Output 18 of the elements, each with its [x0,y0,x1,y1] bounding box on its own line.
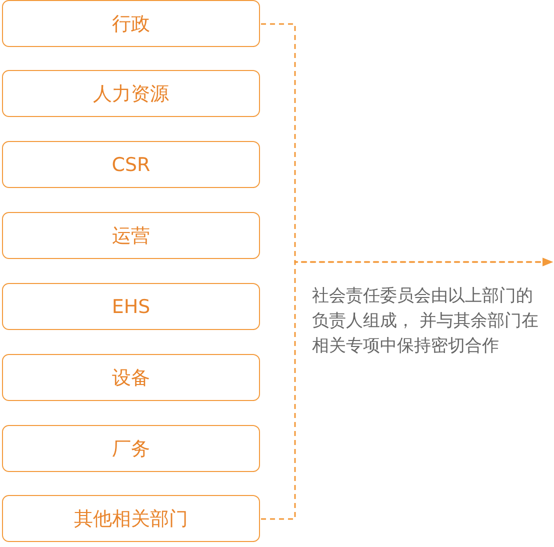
department-box [2,354,260,401]
department-box [2,70,260,117]
department-name: EHS [112,296,150,318]
department-name: CSR [112,154,150,176]
department-name: 其他相关部门 [74,506,188,532]
department-name: 人力资源 [93,82,169,106]
department-name: 运营 [112,224,150,248]
department-name: 行政 [112,12,150,36]
department-name: 设备 [112,366,150,390]
dashed-arrow [261,258,554,520]
department-box [2,212,260,259]
department-box [2,0,260,47]
department-box [2,495,260,542]
department-name: 厂务 [112,436,150,462]
department-box [2,283,260,330]
department-box [2,141,260,188]
department-box [2,425,260,472]
note-text: 社会责任委员会由以上部门的负责人组成， 并与其余部门在相关专项中保持密切合作 [312,285,540,358]
